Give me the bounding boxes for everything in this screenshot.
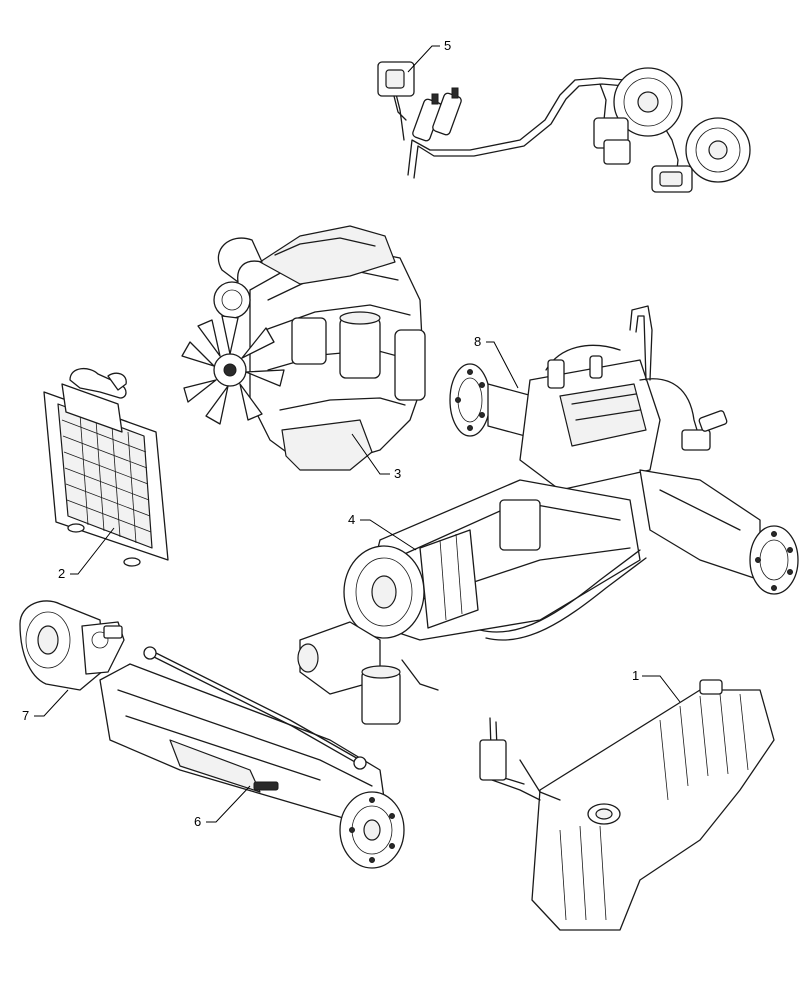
leader-6 <box>206 785 251 823</box>
callout-fuel-tank: 1 <box>632 668 639 683</box>
callout-brake-lines: 5 <box>444 38 451 53</box>
leader-7 <box>34 689 69 717</box>
callout-rear-axle: 8 <box>474 334 481 349</box>
transmission-assembly <box>297 479 647 725</box>
callout-labels: 1 2 3 4 5 6 7 8 <box>22 38 639 829</box>
brake-lines-assembly <box>377 61 751 193</box>
rear-axle-chassis <box>449 305 799 595</box>
callout-radiator: 2 <box>58 566 65 581</box>
radiator-assembly <box>43 368 169 567</box>
front-axle-assembly <box>99 646 405 869</box>
cooling-fan <box>181 315 285 425</box>
leader-2 <box>70 527 115 575</box>
front-hub-drive <box>19 600 125 691</box>
callout-transmission: 4 <box>348 512 355 527</box>
leader-3 <box>351 433 390 475</box>
callout-engine: 3 <box>394 466 401 481</box>
callout-leaders <box>34 45 681 823</box>
callout-front-hub-drive: 7 <box>22 708 29 723</box>
fuel-tank-assembly <box>479 679 775 931</box>
leader-4 <box>360 519 417 551</box>
leader-1 <box>642 675 681 703</box>
leader-5 <box>407 45 440 73</box>
leader-8 <box>486 341 519 389</box>
engine-assembly <box>181 225 426 471</box>
callout-front-axle: 6 <box>194 814 201 829</box>
